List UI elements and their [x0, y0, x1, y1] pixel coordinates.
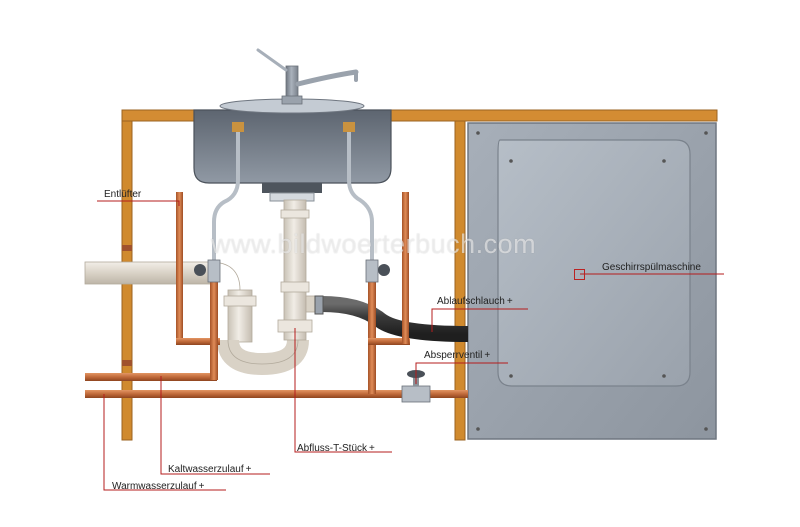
- leader-warmwasserzulauf: [103, 394, 226, 491]
- watermark: www.bildwoerterbuch.com: [211, 229, 537, 259]
- plus-icon[interactable]: +: [506, 296, 513, 307]
- valves: [194, 259, 431, 403]
- label-warmwasserzulauf-text[interactable]: Warmwasserzulauf: [112, 481, 197, 492]
- label-warmwasserzulauf[interactable]: Warmwasserzulauf+: [112, 481, 205, 493]
- plus-icon[interactable]: +: [245, 464, 252, 475]
- plus-icon[interactable]: [574, 269, 585, 280]
- leader-absperrventil: [415, 362, 508, 384]
- faucet: [256, 48, 359, 105]
- label-abfluss-t-stueck-text[interactable]: Abfluss-T-Stück: [297, 443, 368, 454]
- copper-pipes: [85, 192, 468, 398]
- label-entluefter-text: Entlüfter: [104, 189, 142, 200]
- leader-entluefter: [97, 200, 180, 206]
- leader-abfluss-t-stueck: [294, 328, 392, 453]
- label-abfluss-t-stueck[interactable]: Abfluss-T-Stück+: [297, 443, 375, 455]
- leader-kaltwasserzulauf: [160, 376, 270, 475]
- label-geschirrspuelmaschine-text[interactable]: Geschirrspülmaschine: [602, 262, 701, 273]
- dishwasher: [467, 122, 717, 440]
- sink: [193, 98, 392, 202]
- faucet-supply-hoses: [212, 122, 374, 260]
- leader-ablaufschlauch: [431, 308, 528, 332]
- leader-lines: [97, 200, 724, 491]
- label-geschirrspuelmaschine[interactable]: Geschirrspülmaschine: [602, 262, 701, 274]
- label-ablaufschlauch-text[interactable]: Ablaufschlauch: [437, 296, 505, 307]
- plus-icon[interactable]: +: [484, 350, 491, 361]
- label-entluefter: Entlüfter: [104, 189, 141, 201]
- plus-icon[interactable]: +: [198, 481, 205, 492]
- label-ablaufschlauch[interactable]: Ablaufschlauch+: [437, 296, 513, 308]
- label-kaltwasserzulauf[interactable]: Kaltwasserzulauf+: [168, 464, 251, 476]
- drain-hose: [314, 295, 469, 342]
- label-absperrventil-text[interactable]: Absperrventil: [424, 350, 483, 361]
- label-kaltwasserzulauf-text[interactable]: Kaltwasserzulauf: [168, 464, 244, 475]
- plus-icon[interactable]: +: [369, 443, 375, 454]
- label-absperrventil[interactable]: Absperrventil+: [424, 350, 490, 362]
